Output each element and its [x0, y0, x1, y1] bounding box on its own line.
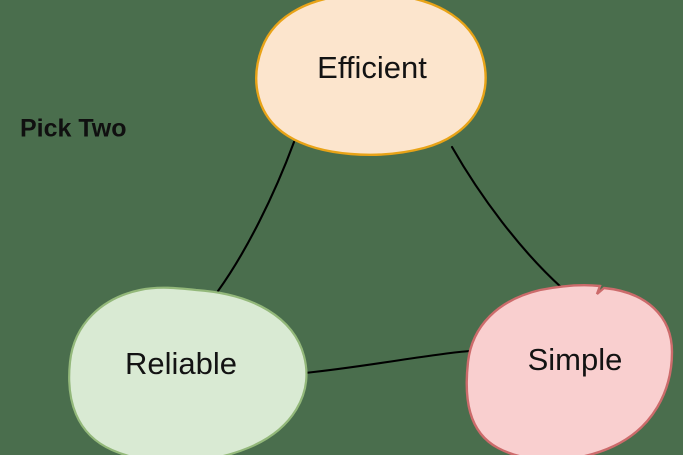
pick-two-caption: Pick Two	[20, 115, 127, 143]
connector-reliable-simple	[303, 349, 472, 375]
node-efficient[interactable]: Efficient	[255, 0, 487, 156]
node-simple[interactable]: Simple	[465, 284, 674, 455]
connector-efficient-reliable	[216, 140, 296, 293]
node-efficient-label: Efficient	[317, 50, 427, 85]
node-simple-label: Simple	[528, 342, 623, 377]
node-reliable-shape[interactable]	[68, 286, 308, 455]
node-reliable[interactable]: Reliable	[68, 286, 308, 455]
node-reliable-label: Reliable	[125, 346, 237, 381]
node-simple-shape[interactable]	[465, 284, 674, 455]
node-efficient-shape[interactable]	[255, 0, 487, 156]
connector-efficient-simple	[450, 145, 564, 290]
